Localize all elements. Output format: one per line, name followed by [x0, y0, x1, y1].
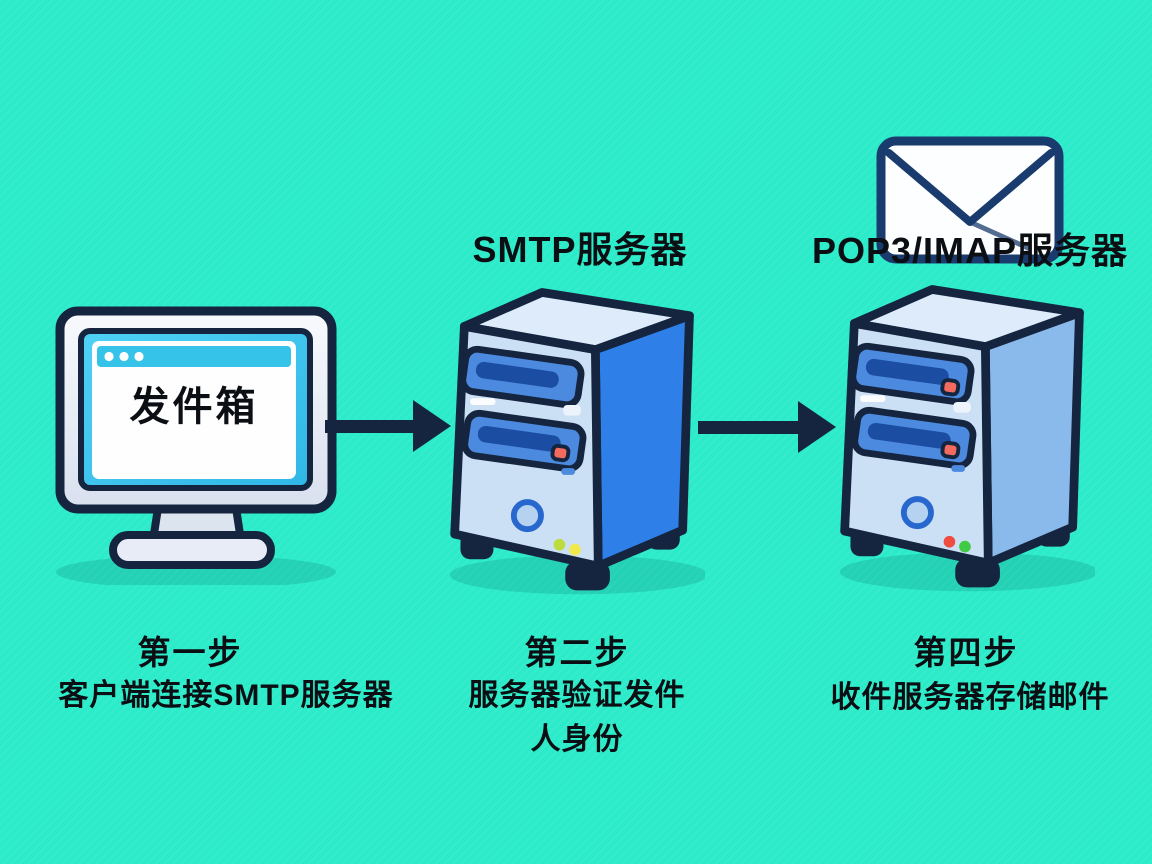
smtp-server-title: SMTP服务器 — [472, 229, 688, 270]
drive-bay — [459, 345, 585, 409]
drive-bay — [849, 342, 975, 406]
pop3-imap-server-tower-icon — [839, 285, 1095, 592]
step-1-line: 客户端连接SMTP服务器 — [58, 679, 394, 712]
status-led — [959, 540, 971, 553]
pop3-server-title: POP3/IMAP服务器 — [811, 230, 1129, 271]
arrow-right-icon — [698, 401, 836, 453]
step-3-title: 第四步 — [913, 634, 1019, 671]
step-2-line: 人身份 — [530, 723, 624, 756]
step-3-line: 收件服务器存储邮件 — [830, 681, 1110, 714]
outbox-label: 发件箱 — [129, 385, 259, 429]
window-control-dots — [104, 351, 144, 362]
step-2-description: 服务器验证发件 人身份 — [427, 674, 727, 762]
step-1-description: 客户端连接SMTP服务器 — [32, 674, 420, 718]
step-3-description: 收件服务器存储邮件 — [798, 676, 1142, 720]
step-2-line: 服务器验证发件 — [468, 679, 686, 712]
step-2-title: 第二步 — [524, 634, 630, 671]
drive-bay — [461, 409, 587, 473]
window-titlebar — [97, 346, 291, 367]
status-led — [569, 543, 581, 556]
monitor-base — [109, 531, 275, 569]
step-1-title: 第一步 — [137, 634, 243, 671]
status-led — [943, 535, 956, 548]
smtp-server-tower-icon — [449, 288, 705, 595]
drive-bay — [851, 406, 977, 470]
envelope-icon — [876, 136, 1064, 264]
power-button-icon — [510, 499, 544, 533]
power-button-icon — [900, 496, 934, 530]
status-led — [553, 538, 566, 551]
computer-monitor-icon — [55, 306, 337, 585]
arrow-right-icon — [325, 400, 451, 452]
outbox-window — [92, 341, 296, 479]
